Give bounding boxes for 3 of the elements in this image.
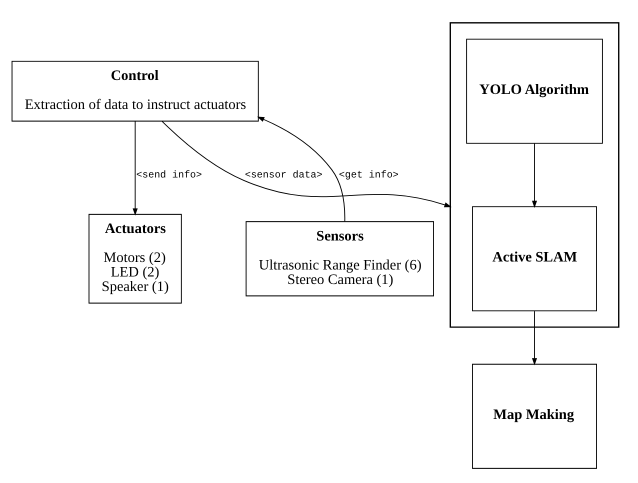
edge-label: <send info> [136,169,202,180]
edge-label: <sensor data> [244,169,323,180]
edge-label: <get info> [338,169,399,180]
